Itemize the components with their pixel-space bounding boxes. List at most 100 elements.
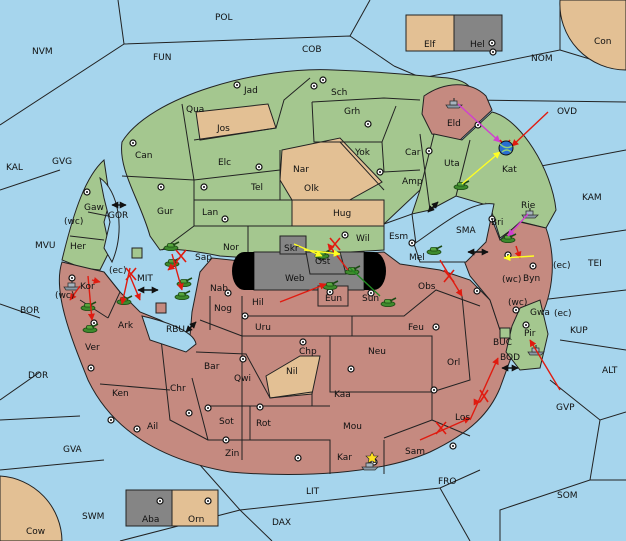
ovd-label[interactable]: OVD xyxy=(557,107,577,117)
ec1-label[interactable]: (ec) xyxy=(109,266,127,276)
con-label[interactable]: Con xyxy=(594,37,612,47)
nar-label[interactable]: Nar xyxy=(293,165,309,175)
her-label[interactable]: Her xyxy=(70,242,86,252)
nom-label[interactable]: NOM xyxy=(531,54,553,64)
elf-box[interactable] xyxy=(405,14,455,52)
con-region[interactable] xyxy=(559,0,626,71)
amp-label[interactable]: Amp xyxy=(402,177,423,187)
sun-label[interactable]: Sun xyxy=(362,294,379,304)
orl-label[interactable]: Orl xyxy=(447,358,460,368)
bar-label[interactable]: Bar xyxy=(204,362,220,372)
jad-label[interactable]: Jad xyxy=(243,86,258,96)
kaa-label[interactable]: Kaa xyxy=(334,390,351,400)
alt-label[interactable]: ALT xyxy=(602,366,618,376)
ost-label[interactable]: Ost xyxy=(315,257,331,267)
gvg-label[interactable]: GVG xyxy=(52,157,72,167)
hug-label[interactable]: Hug xyxy=(333,209,351,219)
kor-label[interactable]: Kor xyxy=(80,282,95,292)
nog-label[interactable]: Nog xyxy=(214,304,232,314)
rot-label[interactable]: Rot xyxy=(256,419,271,429)
esm-label[interactable]: Esm xyxy=(389,232,408,242)
wc3-label[interactable]: (wc) xyxy=(502,275,521,285)
lit-label[interactable]: LIT xyxy=(306,487,320,497)
uru-label[interactable]: Uru xyxy=(255,323,271,333)
neu-label[interactable]: Neu xyxy=(368,347,386,357)
uta-label[interactable]: Uta xyxy=(444,159,460,169)
som-label[interactable]: SOM xyxy=(557,491,578,501)
ark-label[interactable]: Ark xyxy=(118,321,134,331)
tel-label[interactable]: Tel xyxy=(250,183,263,193)
gor-label[interactable]: GOR xyxy=(108,211,128,221)
dor-label[interactable]: DOR xyxy=(28,371,48,381)
pir-label[interactable]: Pir xyxy=(524,329,536,339)
obs-label[interactable]: Obs xyxy=(418,282,436,292)
lan-label[interactable]: Lan xyxy=(202,208,218,218)
wc2-label[interactable]: (wc) xyxy=(55,291,74,301)
wil-label[interactable]: Wil xyxy=(356,234,370,244)
pol-label[interactable]: POL xyxy=(215,13,233,23)
gur-label[interactable]: Gur xyxy=(157,207,174,217)
yok-label[interactable]: Yok xyxy=(354,148,371,158)
cow-region[interactable] xyxy=(0,475,63,541)
cob-label[interactable]: COB xyxy=(302,45,322,55)
ec2-label[interactable]: (ec) xyxy=(553,261,571,271)
qwi-label[interactable]: Qwi xyxy=(234,374,251,384)
feu-label[interactable]: Feu xyxy=(408,323,424,333)
grh-label[interactable]: Grh xyxy=(344,107,360,117)
eld-label[interactable]: Eld xyxy=(447,119,461,129)
sma-label[interactable]: SMA xyxy=(456,226,476,236)
wc1-label[interactable]: (wc) xyxy=(64,217,83,227)
byn-label[interactable]: Byn xyxy=(523,274,540,284)
sch-label[interactable]: Sch xyxy=(331,88,347,98)
swm-label[interactable]: SWM xyxy=(82,512,104,522)
can-label[interactable]: Can xyxy=(135,151,153,161)
bri-label[interactable]: Bri xyxy=(491,218,503,228)
skr-label[interactable]: Skr xyxy=(284,244,299,254)
dax-label[interactable]: DAX xyxy=(272,518,291,528)
nil-label[interactable]: Nil xyxy=(286,367,298,377)
mit-label[interactable]: MIT xyxy=(137,274,153,284)
orn-box[interactable] xyxy=(171,489,219,527)
tei-label[interactable]: TEI xyxy=(587,259,602,269)
rbu-label[interactable]: RBU xyxy=(166,325,185,335)
buc-label[interactable]: BUC xyxy=(493,338,512,348)
gwa-label[interactable]: Gwa xyxy=(530,308,550,318)
jos-label[interactable]: Jos xyxy=(216,124,230,134)
nab-label[interactable]: Nab xyxy=(210,284,228,294)
ken-label[interactable]: Ken xyxy=(112,389,129,399)
eun-label[interactable]: Eun xyxy=(325,294,342,304)
sap-label[interactable]: Sap xyxy=(195,253,212,263)
nvm-label[interactable]: NVM xyxy=(32,47,53,57)
rie-label[interactable]: Rie xyxy=(521,201,536,211)
chr-label[interactable]: Chr xyxy=(170,384,186,394)
sot-label[interactable]: Sot xyxy=(219,417,234,427)
mou-label[interactable]: Mou xyxy=(343,422,362,432)
ec3-label[interactable]: (ec) xyxy=(554,309,572,319)
fun-label[interactable]: FUN xyxy=(153,53,172,63)
mvu-label[interactable]: MVU xyxy=(35,241,56,251)
olk-label[interactable]: Olk xyxy=(304,184,320,194)
ver-label[interactable]: Ver xyxy=(85,343,100,353)
ail-label[interactable]: Ail xyxy=(147,422,158,432)
mel-label[interactable]: Mel xyxy=(409,253,425,263)
gvp-label[interactable]: GVP xyxy=(556,403,575,413)
nor-label[interactable]: Nor xyxy=(223,243,239,253)
gva-label[interactable]: GVA xyxy=(63,445,83,455)
hil-label[interactable]: Hil xyxy=(252,298,264,308)
kar-label[interactable]: Kar xyxy=(337,453,352,463)
elc-label[interactable]: Elc xyxy=(218,158,231,168)
kup-label[interactable]: KUP xyxy=(570,326,588,336)
los-label[interactable]: Los xyxy=(455,413,470,423)
cow-label[interactable]: Cow xyxy=(26,527,45,537)
gaw-label[interactable]: Gaw xyxy=(84,203,104,213)
wc4-label[interactable]: (wc) xyxy=(508,298,527,308)
chp-label[interactable]: Chp xyxy=(299,347,317,357)
car-label[interactable]: Car xyxy=(405,148,421,158)
bod-label[interactable]: BOD xyxy=(500,353,520,363)
fro-label[interactable]: FRO xyxy=(438,477,457,487)
sam-label[interactable]: Sam xyxy=(405,447,425,457)
kal-label[interactable]: KAL xyxy=(6,163,23,173)
kat-label[interactable]: Kat xyxy=(502,165,517,175)
bor-label[interactable]: BOR xyxy=(20,306,39,316)
kam-label[interactable]: KAM xyxy=(582,193,602,203)
